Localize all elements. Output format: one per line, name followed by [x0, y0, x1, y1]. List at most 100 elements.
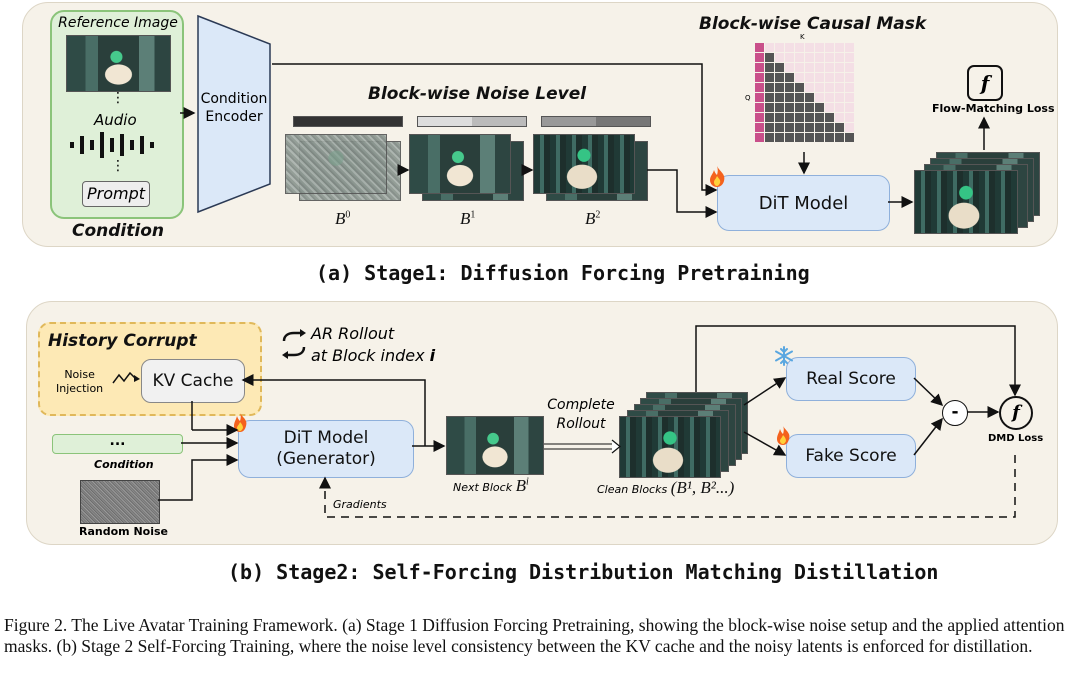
mask-cell — [845, 63, 854, 72]
history-corrupt-label: History Corrupt — [48, 331, 197, 351]
mask-cell — [825, 43, 834, 52]
output-block-1 — [914, 170, 1018, 234]
mask-cell — [815, 93, 824, 102]
mask-cell — [775, 63, 784, 72]
mask-cell — [835, 123, 844, 132]
mask-cell — [765, 93, 774, 102]
noise-bar-1 — [417, 116, 527, 127]
stage2-condition-label: Condition — [94, 458, 154, 471]
noise-injection-label: Noise Injection — [56, 368, 104, 395]
mask-cell — [765, 73, 774, 82]
mask-cell — [815, 113, 824, 122]
mask-cell — [795, 113, 804, 122]
snowflake-icon — [775, 346, 793, 366]
next-block-label: Next Block Bi — [453, 476, 529, 495]
noise-squiggle-icon — [112, 371, 140, 384]
audio-waveform-icon — [70, 132, 154, 158]
mask-cell — [835, 73, 844, 82]
mask-cell — [785, 73, 794, 82]
mask-cell — [795, 83, 804, 92]
mask-cell — [845, 53, 854, 62]
gradients-label: Gradients — [333, 498, 387, 511]
mask-cell — [795, 43, 804, 52]
mask-cell — [805, 73, 814, 82]
mask-cell — [775, 53, 784, 62]
dmd-loss-label: DMD Loss — [988, 433, 1044, 444]
mask-cell — [795, 93, 804, 102]
real-score-box: Real Score — [786, 357, 916, 401]
mask-k-label: K — [800, 33, 805, 41]
stage2-condition-bar: ... — [52, 434, 183, 454]
mask-cell — [785, 93, 794, 102]
ar-rollout-label: AR Rollout at Block index i — [311, 324, 436, 365]
mask-cell — [835, 83, 844, 92]
mask-cell — [775, 43, 784, 52]
mask-cell — [785, 63, 794, 72]
minus-circle: - — [942, 400, 968, 426]
stage2-title: (b) Stage2: Self-Forcing Distribution Ma… — [228, 560, 939, 584]
mask-cell — [825, 133, 834, 142]
mask-cell — [785, 103, 794, 112]
mask-cell — [805, 103, 814, 112]
mask-cell — [845, 73, 854, 82]
mask-cell — [835, 133, 844, 142]
mask-cell — [815, 123, 824, 132]
audio-label: Audio — [94, 111, 137, 129]
mask-cell — [805, 63, 814, 72]
mask-cell — [845, 113, 854, 122]
mask-cell — [805, 113, 814, 122]
mask-cell — [845, 123, 854, 132]
mask-cell — [785, 43, 794, 52]
mask-cell — [755, 43, 764, 52]
mask-cell — [755, 93, 764, 102]
mask-q-label: Q — [745, 94, 751, 102]
flow-loss-icon: f — [967, 65, 1003, 101]
mask-cell — [775, 93, 784, 102]
block-b1-label: B1 — [460, 209, 476, 228]
mask-cell — [755, 123, 764, 132]
mask-cell — [805, 43, 814, 52]
mask-cell — [795, 103, 804, 112]
dmd-loss-icon: f — [999, 396, 1033, 430]
mask-cell — [835, 103, 844, 112]
mask-cell — [825, 83, 834, 92]
mask-cell — [825, 93, 834, 102]
clean-blocks-label: Clean Blocks (B¹, B²...) — [597, 478, 735, 497]
mask-cell — [755, 73, 764, 82]
mask-cell — [765, 53, 774, 62]
mask-cell — [785, 123, 794, 132]
block-b2-front — [533, 134, 635, 194]
mask-cell — [765, 113, 774, 122]
mask-cell — [765, 63, 774, 72]
mask-cell — [785, 83, 794, 92]
mask-cell — [845, 133, 854, 142]
noise-level-title: Block-wise Noise Level — [368, 84, 587, 104]
mask-cell — [825, 123, 834, 132]
condition-label: Condition — [72, 221, 164, 241]
block-b2-label: B2 — [585, 209, 601, 228]
flow-loss-label: Flow-Matching Loss — [932, 102, 1055, 115]
mask-cell — [755, 53, 764, 62]
reference-image — [66, 35, 171, 92]
mask-cell — [755, 83, 764, 92]
mask-cell — [755, 63, 764, 72]
clean-block-1 — [619, 416, 721, 478]
condition-dots-2: ⋮ — [111, 158, 125, 174]
flame-icon — [710, 166, 725, 187]
mask-cell — [815, 83, 824, 92]
mask-cell — [835, 53, 844, 62]
mask-cell — [755, 133, 764, 142]
mask-cell — [775, 73, 784, 82]
mask-cell — [765, 123, 774, 132]
mask-cell — [845, 93, 854, 102]
mask-cell — [795, 53, 804, 62]
mask-cell — [795, 133, 804, 142]
prompt-box: Prompt — [82, 181, 150, 207]
mask-cell — [765, 83, 774, 92]
stage1-arrows — [180, 63, 990, 218]
mask-cell — [815, 103, 824, 112]
mask-cell — [785, 133, 794, 142]
mask-cell — [765, 133, 774, 142]
mask-cell — [815, 73, 824, 82]
mask-cell — [755, 113, 764, 122]
